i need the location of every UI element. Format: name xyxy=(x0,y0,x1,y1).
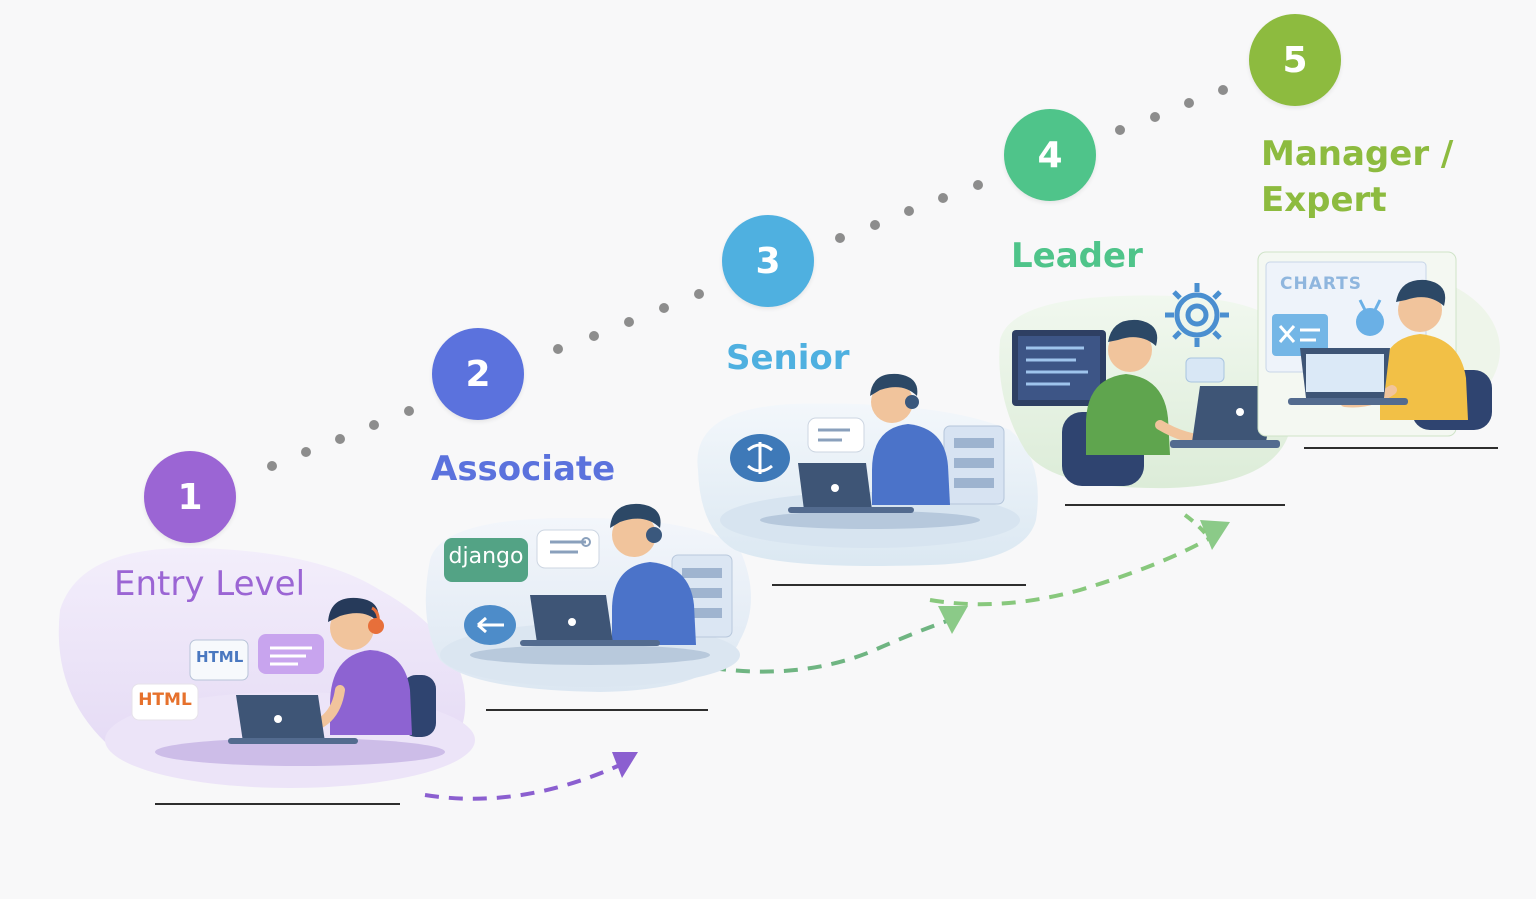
step-2-underline xyxy=(486,709,708,711)
step-2-title: Associate xyxy=(431,449,616,489)
scene-associate xyxy=(425,503,751,692)
step-5-number: 5 xyxy=(1282,39,1308,81)
dotted-path xyxy=(267,85,1228,471)
scene-entry-level xyxy=(58,547,475,788)
step-3-badge: 3 xyxy=(722,215,814,307)
scene-senior xyxy=(697,373,1038,566)
html-tag-badge: HTML xyxy=(138,690,192,710)
scene-manager-expert xyxy=(1257,251,1500,437)
step-4-badge: 4 xyxy=(1004,109,1096,201)
step-5-title-line1: Manager / xyxy=(1261,134,1454,174)
django-tag: django xyxy=(448,544,524,569)
arrowhead-2 xyxy=(938,606,968,634)
arrowhead-1 xyxy=(612,752,638,778)
arrowhead-3 xyxy=(1200,520,1230,550)
step-3-underline xyxy=(772,584,1026,586)
step-1-underline xyxy=(155,803,400,805)
step-4-title: Leader xyxy=(1011,236,1143,276)
step-3-number: 3 xyxy=(755,240,781,282)
dashed-arrow-2 xyxy=(711,618,951,674)
django-card xyxy=(444,538,528,582)
charts-tag: CHARTS xyxy=(1280,274,1363,294)
step-4-number: 4 xyxy=(1037,134,1063,176)
step-5-title-line2: Expert xyxy=(1261,180,1387,220)
gear-icon xyxy=(1165,283,1229,347)
step-5-underline xyxy=(1304,447,1498,449)
step-1-badge: 1 xyxy=(144,451,236,543)
dashed-arrow-3 xyxy=(929,536,1211,607)
step-5-badge: 5 xyxy=(1249,14,1341,106)
html-tag-small: HTML xyxy=(196,648,244,666)
step-3-title: Senior xyxy=(726,338,850,378)
step-1-number: 1 xyxy=(177,476,203,518)
scene-leader xyxy=(999,283,1293,489)
step-1-title: Entry Level xyxy=(114,564,306,604)
step-4-underline xyxy=(1065,504,1285,506)
step-2-number: 2 xyxy=(465,353,491,395)
step-2-badge: 2 xyxy=(432,328,524,420)
dashed-arrow-1 xyxy=(424,763,621,801)
